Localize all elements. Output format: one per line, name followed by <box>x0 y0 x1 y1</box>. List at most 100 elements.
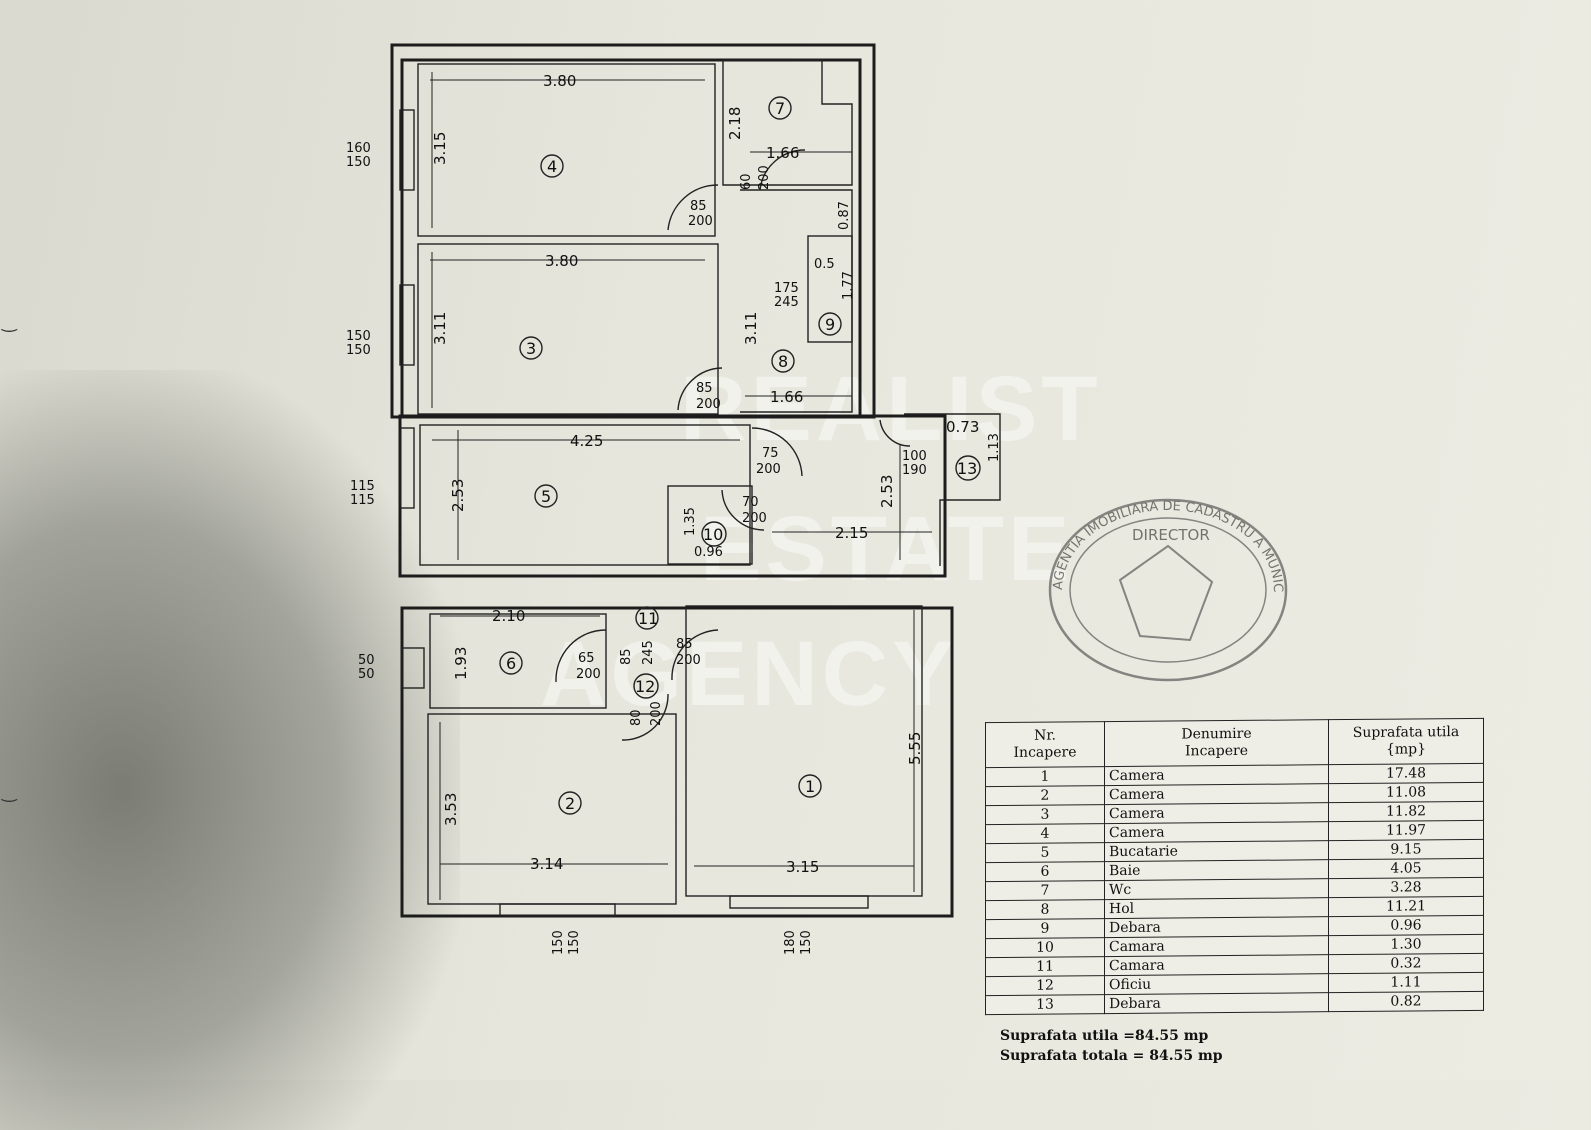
door-width: 85 <box>619 648 634 665</box>
dim-r7-height: 2.18 <box>726 107 744 140</box>
cell-area: 11.08 <box>1328 782 1484 803</box>
room-10-outline <box>667 485 753 565</box>
cell-name: Camera <box>1104 764 1329 786</box>
door-height: 200 <box>757 165 772 190</box>
window-height: 150 <box>799 930 814 955</box>
room-marker <box>635 606 659 630</box>
cell-area: 4.05 <box>1328 858 1484 879</box>
room-7-outline <box>722 59 853 186</box>
room-marker <box>818 312 842 336</box>
cell-name: Bucatarie <box>1104 840 1329 862</box>
room-marker-label: 5 <box>541 487 551 506</box>
total-area: Suprafata totala = 84.55 mp <box>1000 1048 1223 1064</box>
door-width: 85 <box>690 199 707 214</box>
room-marker-label: 9 <box>825 315 835 334</box>
door-swing <box>667 184 719 231</box>
door-width: 85 <box>696 381 713 396</box>
cell-name: Oficiu <box>1104 973 1329 995</box>
window <box>729 895 869 909</box>
cell-name: Camera <box>1104 821 1329 843</box>
door-swing <box>759 149 806 191</box>
door-swing <box>879 419 911 447</box>
cell-area: 1.11 <box>1328 972 1484 993</box>
room-marker <box>955 455 981 481</box>
room-5-outline <box>419 424 751 566</box>
cell-area: 9.15 <box>1328 839 1484 860</box>
window <box>499 903 616 917</box>
dimension-labels: 3.80 3.15 3.80 3.11 4.25 2.53 2.10 1.93 … <box>431 72 1002 876</box>
door-height: 200 <box>688 214 713 229</box>
cell-area: 0.96 <box>1328 915 1484 936</box>
dim-r2-width: 3.14 <box>530 855 563 873</box>
dim-r9-width: 0.5 <box>814 257 835 272</box>
window-width: 50 <box>358 653 375 668</box>
watermark: REALIST ESTATE AGENCY <box>540 358 1102 725</box>
dim-r2-height: 3.53 <box>442 793 460 826</box>
paper-edge-mark: ‿ <box>2 782 17 803</box>
door-width: 65 <box>578 651 595 666</box>
dim-r10-height: 1.35 <box>683 507 698 536</box>
room-marker-label: 1 <box>805 777 815 796</box>
watermark-line1: REALIST <box>680 358 1102 460</box>
door-swing <box>677 367 723 411</box>
window-width: 150 <box>551 930 566 955</box>
dim-r8-width: 1.66 <box>770 388 803 406</box>
walls <box>390 43 1001 918</box>
door-height: 200 <box>696 397 721 412</box>
room-3-outline <box>417 243 719 415</box>
useful-area-total: Suprafata utila =84.55 mp <box>1000 1028 1209 1044</box>
dim-r4-height: 3.15 <box>431 132 449 165</box>
dim-r7-width: 1.66 <box>766 144 799 162</box>
room-marker-label: 13 <box>957 459 977 478</box>
dim-r3-width: 3.80 <box>545 252 578 270</box>
room-4-outline <box>417 63 716 237</box>
dim-hall-height: 2.53 <box>878 475 896 508</box>
official-stamp: AGENTIA IMOBILIARA DE CADASTRU A MUNICIP… <box>0 0 1288 682</box>
door-width: 85 <box>676 637 693 652</box>
room-marker-label: 8 <box>778 352 788 371</box>
cell-area: 11.21 <box>1328 896 1484 917</box>
window-width: 150 <box>346 329 371 344</box>
room-13-outline <box>904 413 1001 566</box>
dim-r6-height: 1.93 <box>452 647 470 680</box>
cell-nr: 12 <box>985 975 1105 996</box>
cell-name: Camara <box>1104 935 1329 957</box>
room-2-outline <box>427 713 677 905</box>
window-height: 115 <box>350 493 375 508</box>
door-height: 190 <box>902 463 927 478</box>
cell-name: Wc <box>1104 878 1329 900</box>
room-markers: 4 3 5 6 2 1 7 8 9 10 11 12 13 <box>499 96 981 815</box>
cell-nr: 11 <box>985 956 1105 977</box>
dim-r9-height: 1.77 <box>841 271 856 300</box>
window-height: 150 <box>346 155 371 170</box>
room-marker <box>771 349 795 373</box>
stamp-text: DIRECTOR <box>1132 526 1210 544</box>
door-height: 200 <box>576 667 601 682</box>
dim-r13-height: 1.13 <box>987 433 1002 462</box>
window-height: 50 <box>358 667 375 682</box>
dim-r13-width: 0.73 <box>946 418 979 436</box>
cell-nr: 2 <box>985 785 1105 806</box>
window-width: 115 <box>350 479 375 494</box>
room-marker-label: 6 <box>506 654 516 673</box>
cell-nr: 10 <box>985 937 1105 958</box>
watermark-line3: AGENCY <box>540 623 958 725</box>
cell-name: Baie <box>1104 859 1329 881</box>
cell-name: Debara <box>1104 992 1329 1014</box>
cell-nr: 13 <box>985 994 1105 1015</box>
dim-r8-height: 3.11 <box>742 312 760 345</box>
room-marker <box>768 96 792 120</box>
dim-hall-width: 2.15 <box>835 524 868 542</box>
door-height: 200 <box>649 701 664 726</box>
room-6-outline <box>429 613 607 709</box>
cell-name: Camara <box>1104 954 1329 976</box>
cell-nr: 8 <box>985 899 1105 920</box>
room-marker-label: 7 <box>775 99 785 118</box>
dim-r3-height: 3.11 <box>431 312 449 345</box>
lower-block-outline <box>400 606 954 918</box>
dim-r5-height: 2.53 <box>449 479 467 512</box>
room-9-outline <box>807 235 853 343</box>
